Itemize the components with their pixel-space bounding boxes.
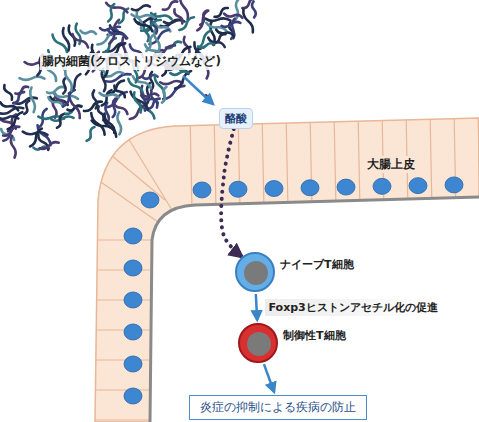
cell-label: 制御性T細胞 xyxy=(283,322,346,343)
epithelium-label: 大腸上皮 xyxy=(365,156,417,173)
box-label: 酪酸 xyxy=(225,111,247,126)
cell-label: ナイーブT細胞 xyxy=(280,251,354,272)
naive-t-cell: ナイーブT細胞 xyxy=(234,251,354,293)
regulatory-t-cell: 制御性T細胞 xyxy=(237,322,346,364)
epithelial-cells xyxy=(90,110,479,420)
connector-arrow xyxy=(221,129,242,257)
cell-nuclei xyxy=(124,177,463,404)
connector-arrow xyxy=(264,364,274,392)
edge-label: Foxp3ヒストンアセチル化の促進 xyxy=(265,299,442,316)
gut-bacteria xyxy=(0,0,256,158)
butyrate-box: 酪酸 xyxy=(219,108,253,129)
release-arrow xyxy=(183,76,213,104)
cell-shape xyxy=(234,251,276,293)
outcome-box: 炎症の抑制による疾病の防止 xyxy=(189,395,367,420)
cell-shape xyxy=(237,322,279,364)
bacteria-label: 腸内細菌(クロストリジウムなど) xyxy=(40,53,223,70)
box-label: 炎症の抑制による疾病の防止 xyxy=(200,399,356,416)
basement-membrane xyxy=(150,197,479,422)
connector-arrow xyxy=(256,294,257,320)
